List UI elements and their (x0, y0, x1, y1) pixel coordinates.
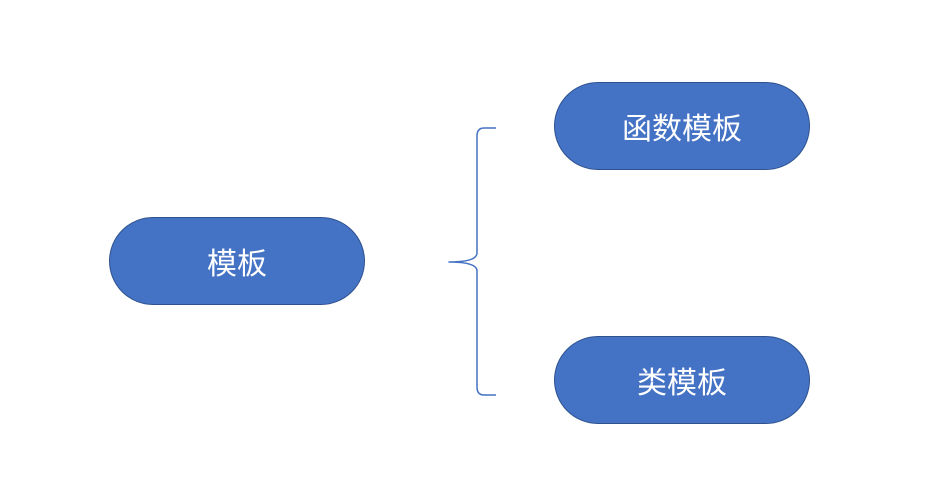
root-node-template: 模板 (109, 217, 365, 305)
root-node-label: 模板 (207, 247, 267, 282)
child-node-class-template: 类模板 (554, 336, 810, 424)
child-node-label: 函数模板 (622, 112, 742, 147)
child-node-label: 类模板 (637, 366, 727, 401)
child-node-function-template: 函数模板 (554, 82, 810, 170)
brace-path (448, 127, 496, 396)
